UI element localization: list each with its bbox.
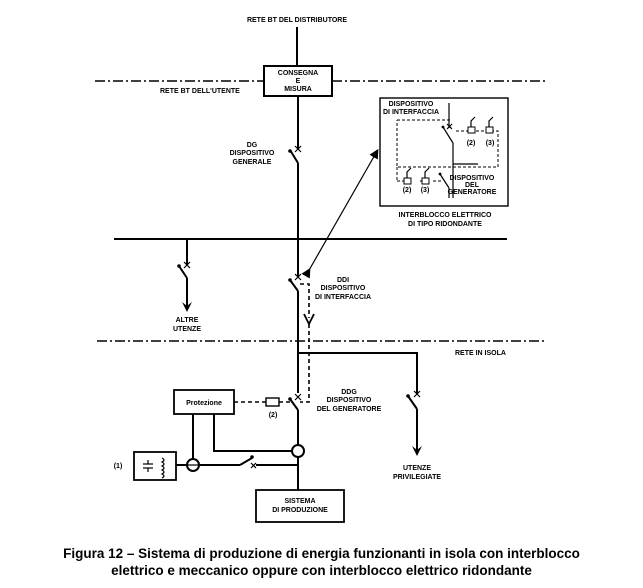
- figure-caption-line-2: elettrico e meccanico oppure con interbl…: [111, 563, 532, 578]
- inset-dg-label-1: DISPOSITIVO: [450, 175, 495, 182]
- inset-caption-1: INTERBLOCCO ELETTRICO: [399, 212, 492, 219]
- inset-ref-2-top: (2): [467, 140, 476, 147]
- ddi-label-3: DI INTERFACCIA: [315, 294, 371, 301]
- trip-coil-2: [265, 397, 280, 407]
- label-rete-utente: RETE BT DELL'UTENTE: [160, 88, 240, 95]
- altre-utenze-branch: [177, 239, 192, 312]
- inductor-icon: [160, 457, 165, 479]
- current-transformer-main: [291, 444, 305, 458]
- inset-ref-3-top: (3): [486, 140, 495, 147]
- label-rete-isola: RETE IN ISOLA: [455, 350, 506, 357]
- inset-ref-2-bottom: (2): [403, 187, 412, 194]
- altre-utenze-label-1: ALTRE: [176, 317, 199, 324]
- inset-dashed-loop-1: [396, 119, 499, 168]
- figure-caption-line-1: Figura 12 – Sistema di produzione di ene…: [63, 546, 580, 561]
- capacitor-icon: [143, 460, 153, 472]
- protezione-label: Protezione: [186, 400, 222, 407]
- ref-1-label: (1): [114, 463, 123, 470]
- inset-dg-label-2: DEL: [465, 182, 480, 189]
- dg-label-2: DISPOSITIVO: [230, 150, 275, 157]
- altre-utenze-label-2: UTENZE: [173, 326, 201, 333]
- ddi-label-1: DDI: [337, 277, 349, 284]
- ddi-breaker-symbol: [288, 239, 302, 393]
- ddg-label-1: DDG: [341, 389, 357, 396]
- ddg-label-2: DISPOSITIVO: [327, 397, 372, 404]
- dg-breaker-symbol: [288, 145, 302, 239]
- ddg-interlock-dashed: [300, 324, 310, 403]
- dg-label-1: DG: [247, 142, 258, 149]
- sistema-label-1: SISTEMA: [284, 498, 315, 505]
- inset-di-label-1: DISPOSITIVO: [389, 101, 434, 108]
- ddi-label-2: DISPOSITIVO: [321, 285, 366, 292]
- sistema-produzione-box: [255, 489, 345, 523]
- protezione-wire-b: [213, 414, 292, 452]
- inset-di-label-2: DI INTERFACCIA: [383, 109, 439, 116]
- inset-ref-3-bottom: (3): [421, 187, 430, 194]
- label-rete-distributore: RETE BT DEL DISTRIBUTORE: [247, 17, 347, 24]
- inset-dg-label-3: GENERATORE: [448, 189, 497, 196]
- component-1-box: [133, 451, 177, 481]
- aux-switch-cross: [250, 462, 257, 469]
- inset-reference-arrow: [301, 148, 379, 279]
- ddi-interlock-arrow: [303, 313, 315, 327]
- ddg-breaker-symbol: [288, 393, 302, 445]
- redundant-interlock-inset: DISPOSITIVO DI INTERFACCIA (2) (3) (2) (…: [379, 97, 509, 207]
- ref-2-label: (2): [269, 412, 278, 419]
- ddg-label-3: DEL GENERATORE: [317, 406, 382, 413]
- sistema-label-2: DI PRODUZIONE: [272, 507, 328, 514]
- utenze-privilegiate-branch: [298, 352, 422, 456]
- utenze-privilegiate-label-1: UTENZE: [403, 465, 431, 472]
- inset-caption-2: DI TIPO RIDONDANTE: [408, 221, 482, 228]
- inset-frame: [379, 97, 509, 207]
- dg-label-3: GENERALE: [233, 159, 272, 166]
- aux-switch-pivot: [250, 455, 254, 459]
- ddi-interlock-dashed: [300, 283, 310, 318]
- metering-label-3: MISURA: [284, 86, 312, 93]
- metering-label-1: CONSEGNA: [278, 70, 318, 77]
- utenze-privilegiate-label-2: PRIVILEGIATE: [393, 474, 441, 481]
- aux-switch-blade: [239, 457, 253, 466]
- metering-label-2: E: [296, 78, 301, 85]
